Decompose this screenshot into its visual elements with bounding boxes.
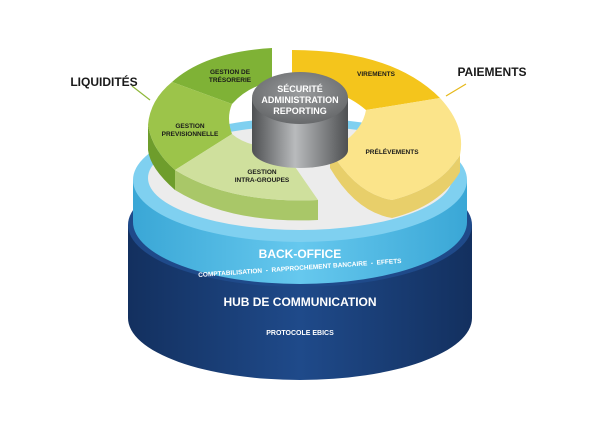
pointer-liquidites [131, 85, 151, 101]
segment-virements-label: VIREMENTS [357, 71, 396, 78]
segment-intra-groupes-label-1: GESTION [247, 169, 277, 176]
label-paiements: PAIEMENTS [457, 65, 526, 79]
segment-prelevements-label: PRÉLÉVEMENTS [365, 147, 419, 156]
center-cylinder-top [252, 72, 348, 124]
hub-title: HUB DE COMMUNICATION [223, 295, 376, 309]
segment-intra-groupes-side [175, 170, 318, 221]
segment-previsionnelle-label-2: PREVISIONNELLE [162, 131, 219, 138]
center-text-reporting: REPORTING [273, 106, 327, 116]
segment-tresorerie [172, 48, 272, 104]
back-office-title: BACK-OFFICE [259, 247, 342, 261]
segment-tresorerie-label-1: GESTION DE [210, 69, 251, 76]
label-liquidites: LIQUIDITÉS [70, 74, 137, 89]
segment-prelevements [330, 98, 462, 200]
segment-previsionnelle-side [148, 125, 175, 190]
segment-previsionnelle-label-1: GESTION [175, 123, 205, 130]
pointer-paiements [445, 83, 467, 97]
center-text-securite: SÉCURITÉ [277, 84, 323, 94]
segment-tresorerie-label-2: TRÉSORERIE [209, 75, 252, 84]
segment-virements [292, 50, 440, 110]
segment-intra-groupes-label-2: INTRA-GROUPES [235, 177, 290, 184]
hub-subtitle: PROTOCOLE EBICS [266, 330, 334, 337]
center-cylinder [252, 72, 348, 168]
center-text-administration: ADMINISTRATION [261, 95, 338, 105]
segment-prelevements-side [330, 150, 460, 218]
segment-previsionnelle [148, 82, 232, 170]
